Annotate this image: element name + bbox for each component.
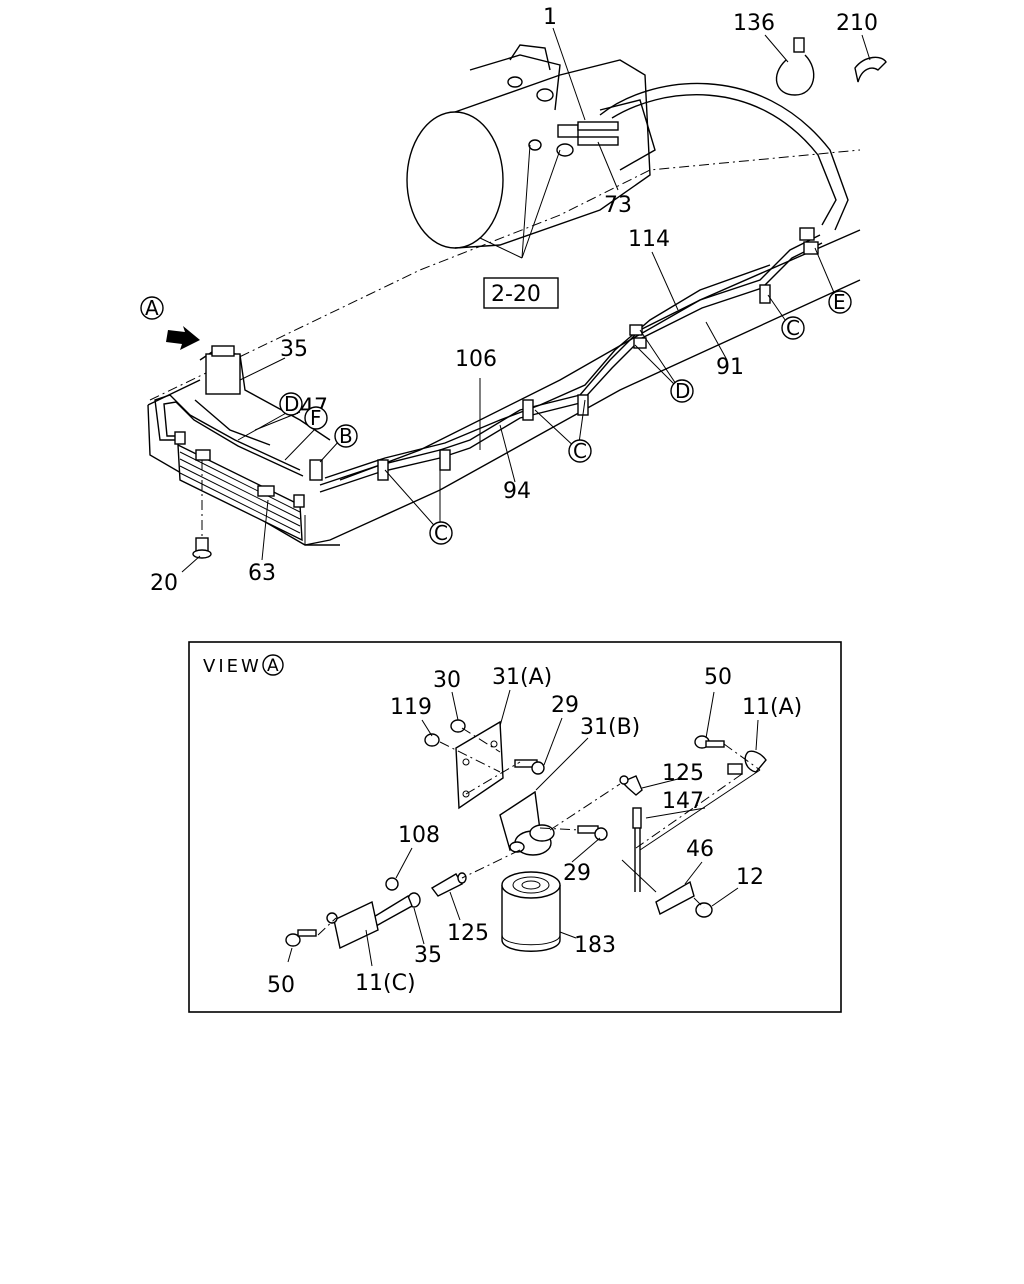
circled-A-marker: A bbox=[140, 296, 164, 320]
callout-35: 35 bbox=[280, 337, 308, 362]
bolt-29a bbox=[514, 759, 545, 775]
arrow-view-a bbox=[166, 326, 200, 350]
callout-29a: 29 bbox=[551, 693, 579, 718]
callout-136: 136 bbox=[733, 11, 775, 36]
nut-12 bbox=[695, 902, 713, 918]
svg-text:B: B bbox=[339, 424, 353, 448]
filter-head-31B bbox=[499, 790, 555, 856]
bolt-20 bbox=[192, 537, 212, 559]
circled-D-left: D bbox=[279, 392, 303, 416]
callout-12: 12 bbox=[736, 865, 764, 890]
svg-text:F: F bbox=[310, 406, 322, 430]
view-a-leaders bbox=[287, 689, 759, 967]
clamp-136 bbox=[775, 37, 815, 96]
callout-106: 106 bbox=[455, 347, 497, 372]
callout-1: 1 bbox=[543, 5, 557, 30]
circled-C-middle: C bbox=[568, 439, 592, 463]
band-210 bbox=[854, 56, 887, 83]
circled-C-bottom: C bbox=[429, 521, 453, 545]
filter-bracket-35 bbox=[205, 345, 241, 395]
callout-183: 183 bbox=[574, 933, 616, 958]
callout-63: 63 bbox=[248, 561, 276, 586]
elbow-125a bbox=[619, 775, 643, 796]
circled-D-right: D bbox=[670, 379, 694, 403]
callout-91: 91 bbox=[716, 355, 744, 380]
circled-E: E bbox=[828, 290, 852, 314]
callout-11A: 11(A) bbox=[742, 695, 802, 720]
callout-125b: 125 bbox=[447, 921, 489, 946]
view-a-title: VIEW A bbox=[203, 654, 284, 677]
callout-210: 210 bbox=[836, 11, 878, 36]
svg-text:C: C bbox=[573, 439, 587, 463]
callout-108: 108 bbox=[398, 823, 440, 848]
reference-box-label: 2-20 bbox=[491, 282, 541, 307]
callout-31B: 31(B) bbox=[580, 715, 640, 740]
callout-73: 73 bbox=[604, 193, 632, 218]
svg-text:D: D bbox=[284, 392, 299, 416]
bolt-50a bbox=[694, 735, 725, 749]
callout-20: 20 bbox=[150, 571, 178, 596]
filter-element-183 bbox=[501, 871, 561, 952]
callout-35-view: 35 bbox=[414, 943, 442, 968]
callout-31A: 31(A) bbox=[492, 665, 552, 690]
callout-50a: 50 bbox=[704, 665, 732, 690]
circled-C-right: C bbox=[781, 316, 805, 340]
washer-108 bbox=[385, 877, 399, 891]
svg-text:E: E bbox=[833, 290, 846, 314]
callout-94: 94 bbox=[503, 479, 531, 504]
svg-text:C: C bbox=[434, 521, 448, 545]
circled-B: B bbox=[334, 424, 358, 448]
bolt-50b bbox=[285, 929, 317, 947]
bracket-11C bbox=[326, 900, 379, 950]
callout-147-view: 147 bbox=[662, 789, 704, 814]
callout-114: 114 bbox=[628, 227, 670, 252]
callout-30: 30 bbox=[433, 668, 461, 693]
circled-F: F bbox=[304, 406, 328, 430]
svg-text:D: D bbox=[675, 379, 690, 403]
plate-46 bbox=[655, 880, 695, 916]
clip-11A bbox=[727, 750, 767, 775]
callout-125a: 125 bbox=[662, 761, 704, 786]
pump-unit bbox=[406, 44, 656, 249]
pipe-147 bbox=[632, 807, 642, 892]
callout-11C: 11(C) bbox=[355, 971, 416, 996]
callout-50b: 50 bbox=[267, 973, 295, 998]
callout-46: 46 bbox=[686, 837, 714, 862]
callout-29b: 29 bbox=[563, 861, 591, 886]
nut-119 bbox=[424, 733, 440, 747]
callout-119: 119 bbox=[390, 695, 432, 720]
bracket-31A bbox=[455, 720, 504, 810]
nut-30 bbox=[450, 719, 466, 733]
reference-box: 2-20 bbox=[483, 277, 559, 309]
bolt-29b bbox=[577, 825, 608, 841]
svg-text:C: C bbox=[786, 316, 800, 340]
view-a-assembly-lines bbox=[317, 727, 761, 936]
oil-cooler-63 bbox=[174, 431, 305, 545]
view-a-title-marker: A bbox=[267, 656, 279, 676]
view-a-title-text: VIEW bbox=[203, 656, 262, 677]
svg-text:A: A bbox=[145, 296, 159, 320]
